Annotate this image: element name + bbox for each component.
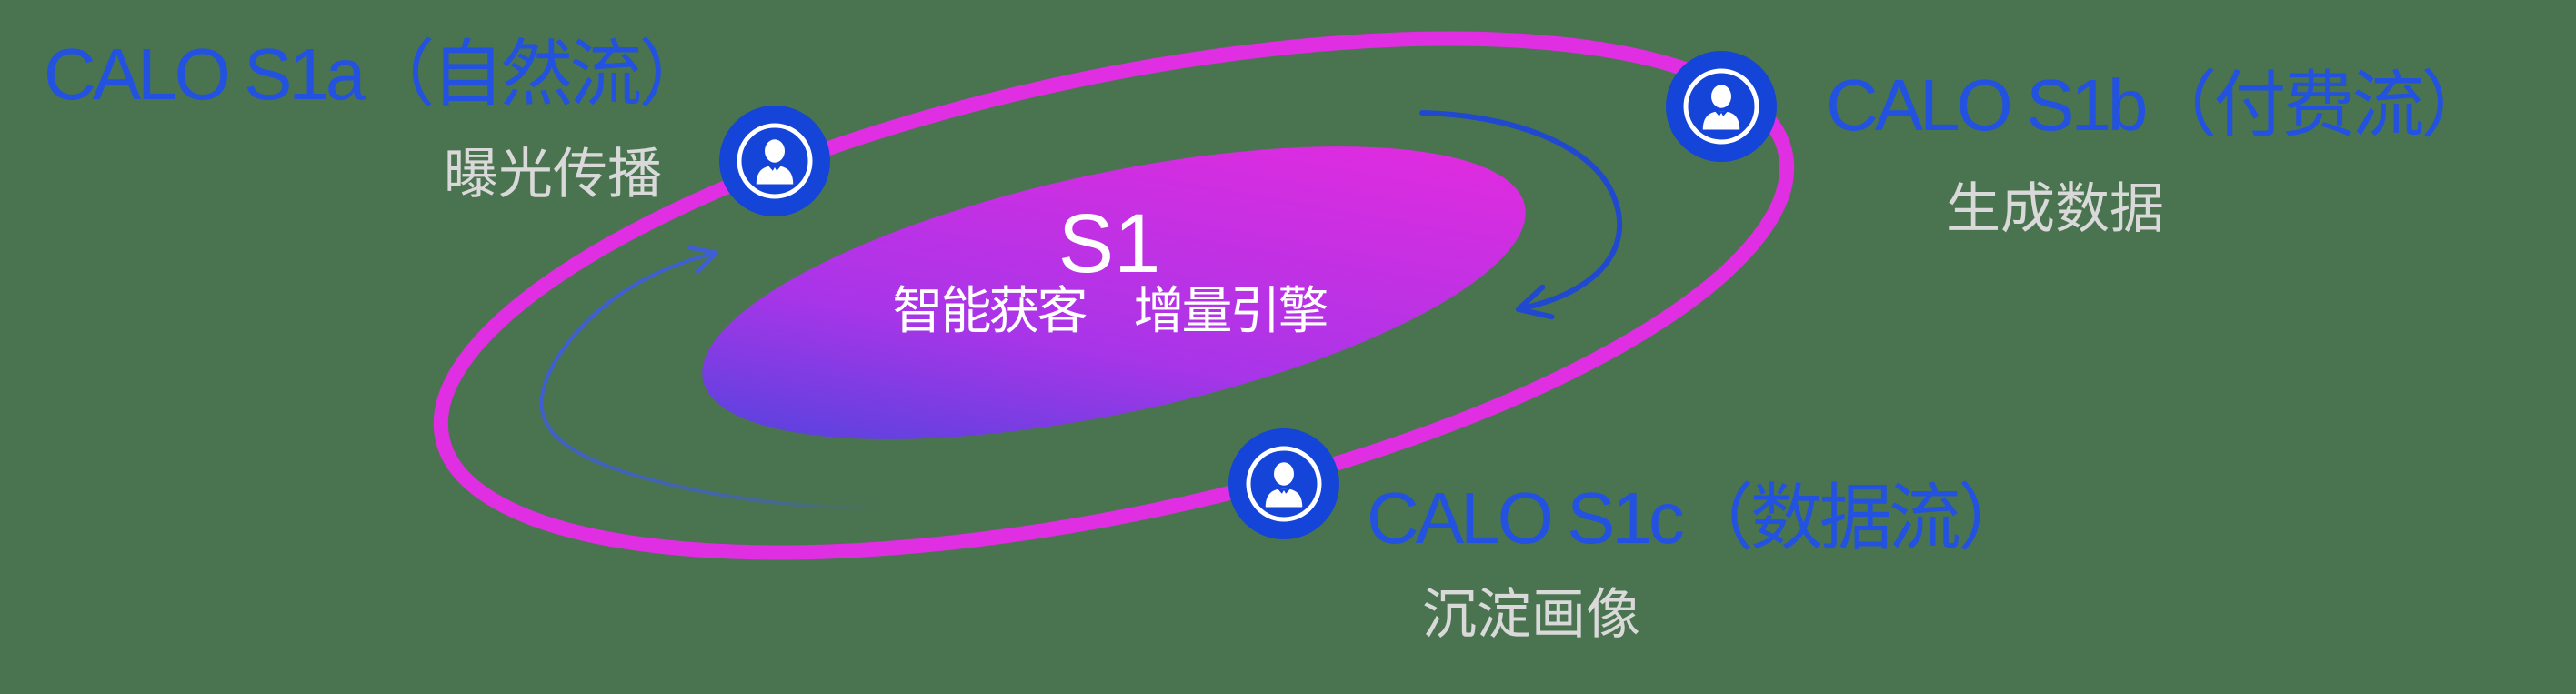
core-title: S1 (1057, 197, 1161, 290)
label-s1b-subtitle: 生成数据 (1946, 178, 2164, 239)
orbit-ring (433, 31, 1795, 560)
label-s1c-subtitle: 沉淀画像 (1422, 584, 1640, 645)
user-badge-s1c (1228, 428, 1339, 539)
user-icon (1702, 85, 1740, 130)
user-icon (1265, 462, 1303, 508)
user-badge-s1b (1666, 51, 1777, 162)
counterclockwise-flow-arrow-icon (539, 246, 879, 510)
label-s1c-title: CALO S1c（数据流） (1367, 478, 2030, 558)
core-ellipse (702, 146, 1526, 439)
label-s1a-title: CALO S1a（自然流） (44, 34, 711, 115)
badge-ring (1683, 68, 1759, 145)
label-s1a-subtitle: 曝光传播 (444, 144, 662, 205)
badge-ring (1246, 446, 1322, 522)
core-subtitle: 智能获客 增量引擎 (892, 282, 1329, 339)
label-s1b-title: CALO S1b（付费流） (1826, 65, 2493, 146)
user-icon (756, 139, 794, 185)
user-badge-s1a (719, 106, 830, 216)
badge-ring (737, 123, 813, 199)
clockwise-flow-arrow-icon (1419, 110, 1623, 320)
